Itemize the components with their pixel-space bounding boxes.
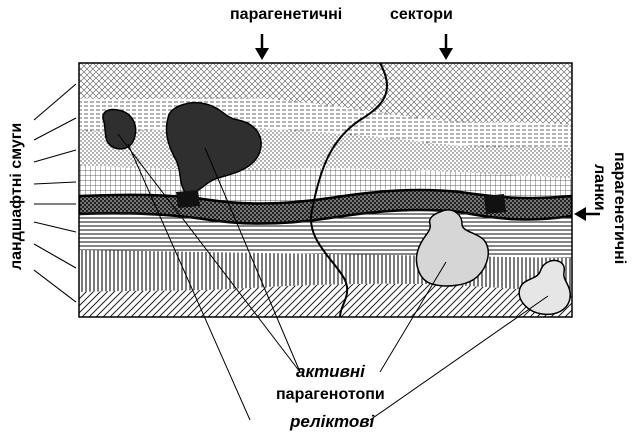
sectors-label-part1: парагенетичні <box>230 6 342 24</box>
active-paragenotope-link-2 <box>484 194 506 214</box>
belts-pointer-lines <box>34 84 76 302</box>
sectors-label-part2: сектори <box>390 6 453 24</box>
paragenetic-links-label-line2: ланки <box>590 164 608 211</box>
links-arrowhead-icon <box>574 207 586 221</box>
active-label: активні <box>296 362 365 382</box>
landscape-belts-label: ландшафтні смуги <box>8 123 26 270</box>
relict-label: реліктові <box>290 412 374 432</box>
sectors-arrowhead-right-icon <box>439 48 453 60</box>
landscape-bands <box>79 63 572 317</box>
active-paragenotope-link <box>176 190 200 208</box>
sectors-arrowhead-left-icon <box>255 48 269 60</box>
paragenotopes-label: парагенотопи <box>276 386 385 404</box>
paragenetic-links-label-line1: парагенетичні <box>610 152 628 264</box>
